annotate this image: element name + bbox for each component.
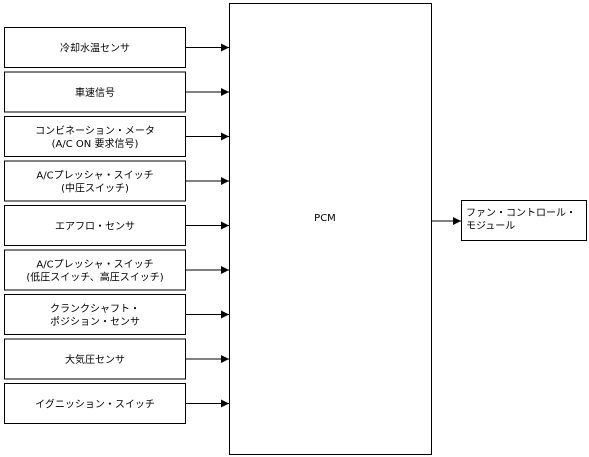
fan-control-module-label-line-2: モジュール (466, 221, 515, 232)
input-label-line: コンビネーション・メータ (35, 125, 155, 137)
input-box (4, 338, 186, 380)
input-box (4, 116, 186, 157)
input-block: コンビネーション・メータ(A/C ON 要求信号) (4, 116, 229, 157)
input-label-line: 大気圧センサ (65, 353, 125, 366)
input-block: A/Cプレッシャ・スイッチ(中圧スイッチ) (4, 160, 229, 202)
input-block: イグニッション・スイッチ (4, 383, 229, 424)
input-label-line: (中圧スイッチ) (61, 182, 129, 195)
input-block: エアフロ・センサ (4, 205, 229, 246)
input-label-line: (低圧スイッチ、高圧スイッチ) (26, 271, 163, 284)
input-box (4, 249, 186, 291)
input-box (4, 71, 186, 113)
input-box (4, 27, 186, 68)
input-block: 車速信号 (4, 71, 229, 113)
input-label-line: A/Cプレッシャ・スイッチ (36, 259, 153, 271)
input-box (4, 383, 186, 424)
input-box (4, 294, 186, 335)
fan-control-module-box (461, 200, 587, 241)
input-label-line: ポジション・センサ (50, 316, 140, 328)
input-block: 大気圧センサ (4, 338, 229, 380)
input-label-line: 冷却水温センサ (60, 42, 130, 55)
input-label-line: イグニッション・スイッチ (35, 398, 155, 411)
pcm-label: PCM (314, 213, 336, 224)
input-label-line: 車速信号 (75, 86, 115, 99)
input-block: 冷却水温センサ (4, 27, 229, 68)
input-block: A/Cプレッシャ・スイッチ(低圧スイッチ、高圧スイッチ) (4, 249, 229, 291)
input-box (4, 205, 186, 246)
pcm-box (229, 3, 432, 455)
input-label-line: クランクシャフト・ (50, 303, 140, 315)
pcm-block: PCM (229, 3, 432, 455)
input-label-line: (A/C ON 要求信号) (52, 138, 139, 150)
fan-control-module-block: ファン・コントロール・ モジュール (461, 200, 587, 241)
input-block: クランクシャフト・ポジション・センサ (4, 294, 229, 335)
input-label-line: エアフロ・センサ (55, 221, 135, 233)
input-box (4, 160, 186, 202)
fan-control-module-label-line-1: ファン・コントロール・ (466, 208, 576, 219)
input-label-line: A/Cプレッシャ・スイッチ (36, 170, 153, 182)
